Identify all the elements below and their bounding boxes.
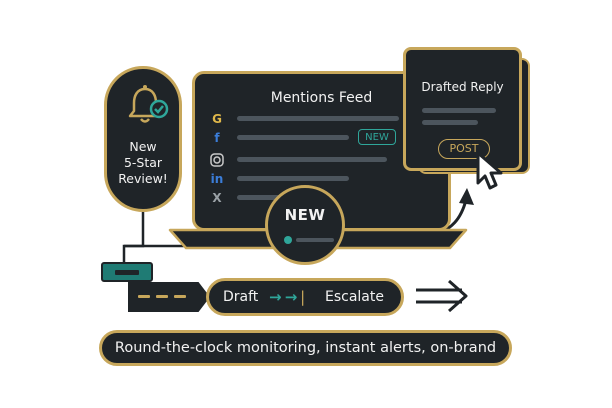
feed-line — [237, 195, 305, 200]
notification-text: New 5-Star Review! — [118, 139, 168, 186]
draft-label: Draft — [223, 289, 259, 305]
feed-line — [237, 116, 399, 121]
new-line — [296, 238, 334, 242]
feed-title: Mentions Feed — [270, 90, 373, 106]
instagram-icon — [210, 153, 224, 167]
linkedin-icon: in — [210, 172, 224, 186]
reply-title: Drafted Reply — [421, 80, 504, 94]
new-dot — [284, 236, 292, 244]
facebook-icon: f — [214, 131, 220, 145]
reply-line — [422, 120, 478, 125]
checkmark-icon — [149, 99, 169, 119]
queue-slot — [115, 270, 139, 275]
tag-dash — [138, 295, 150, 298]
workflow-pill: Draft → → | Escalate — [206, 278, 404, 316]
workflow-arrows: → → | — [269, 288, 305, 306]
forward-arrow-icon — [416, 279, 468, 313]
workflow-tag — [128, 282, 210, 312]
new-badge: NEW — [358, 129, 396, 145]
new-label: NEW — [284, 206, 326, 224]
tag-dash — [174, 295, 186, 298]
queue-box — [101, 262, 153, 282]
drafted-reply-card: Drafted Reply POST — [403, 47, 522, 171]
google-icon: G — [212, 112, 222, 126]
tagline: Round-the-clock monitoring, instant aler… — [99, 330, 512, 366]
reply-line — [422, 108, 496, 113]
new-mention-highlight: NEW — [265, 185, 345, 265]
cursor-icon — [476, 151, 503, 190]
escalate-label: Escalate — [325, 289, 384, 305]
post-button[interactable]: POST — [438, 139, 490, 159]
x-icon: X — [212, 191, 222, 205]
bell-icon — [128, 85, 169, 123]
arrows-text: → → — [269, 288, 297, 306]
feed-line — [237, 157, 387, 162]
separator: | — [300, 288, 305, 306]
tag-dash — [156, 295, 168, 298]
review-notification: New 5-Star Review! — [104, 66, 182, 212]
feed-line — [237, 135, 349, 140]
feed-line — [237, 176, 349, 181]
